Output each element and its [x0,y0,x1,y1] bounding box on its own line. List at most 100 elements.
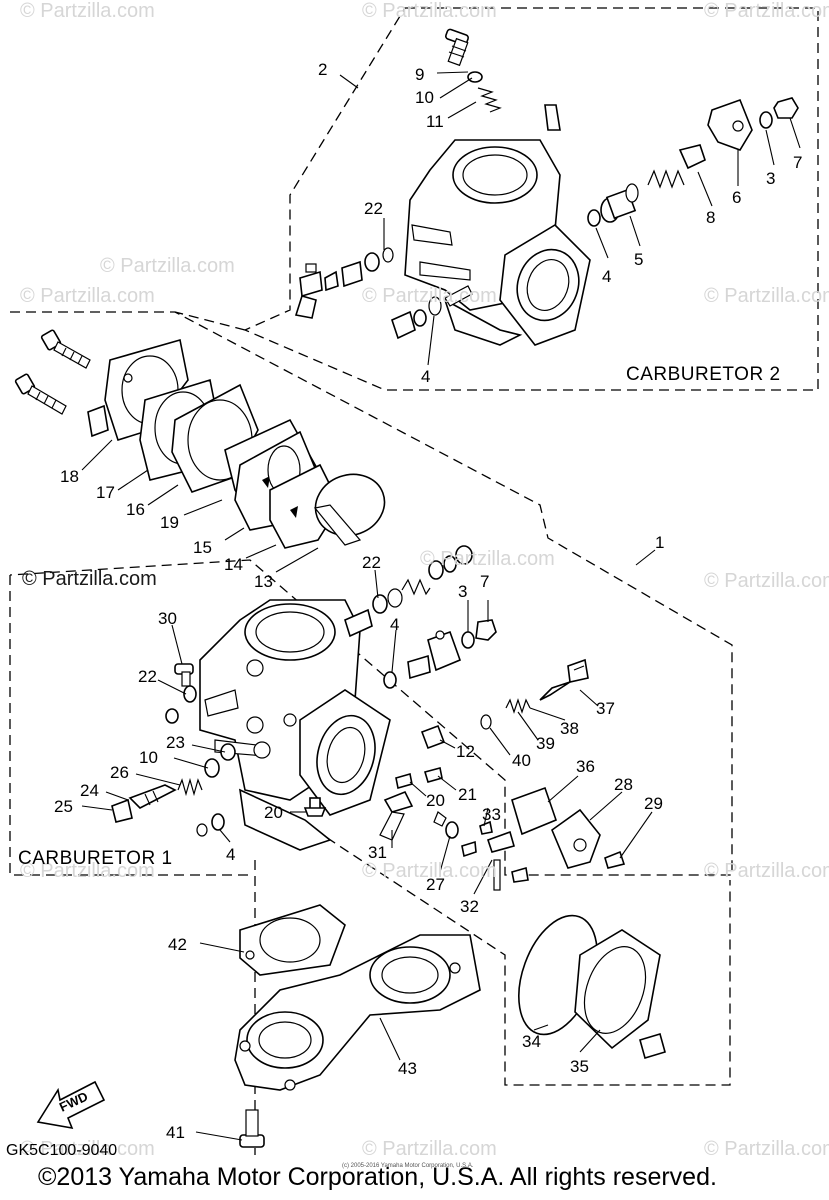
callout: 20 [264,803,283,822]
bolt-41 [239,1109,265,1148]
callout: 9 [415,65,424,84]
watermark: © Partzilla.com [704,570,829,592]
callout: 40 [512,751,531,770]
spacer-a [324,270,339,292]
callout: 29 [644,794,663,813]
watermark: © Partzilla.com [20,285,155,307]
callout: 31 [368,843,387,862]
cover-28 [551,808,601,869]
jet-31 [379,790,414,841]
washer-27 [445,821,459,839]
watermark: © Partzilla.com [362,1138,497,1160]
callout: 7 [793,153,802,172]
callout-numbers: 2 9 10 11 22 4 4 5 6 3 7 8 18 17 16 19 1… [54,60,802,1142]
watermark: © Partzilla.com [362,0,497,22]
callout: 43 [398,1059,417,1078]
washer-23 [220,743,236,761]
callout: 34 [522,1032,541,1051]
nut-7-c1 [475,619,497,641]
watermark: © Partzilla.com [704,285,829,307]
callout: 25 [54,797,73,816]
bolt-upper [40,329,91,369]
callout: 24 [80,781,99,800]
washer-10 [467,71,483,83]
bracket-screw-left [294,263,323,319]
spring-8 [647,144,706,189]
carburetor-1-body [199,599,391,851]
callout: 17 [96,483,115,502]
bolts-stack [14,329,109,438]
screw-20-a [303,797,327,817]
gasket-36 [511,786,558,836]
callout: 7 [480,572,489,591]
callout: 26 [110,763,129,782]
gasket-42 [239,904,346,976]
washer-22-top [364,252,380,272]
washer-lower [413,309,427,327]
callout: 22 [138,667,157,686]
screen-13 [313,473,386,546]
callout: 11 [426,112,444,131]
needle-37 [539,658,589,701]
small-copyright-note: (c) 2005-2016 Yamaha Motor Corporation, … [342,1163,474,1169]
callout: 41 [166,1123,185,1142]
watermark: © Partzilla.com [420,548,555,570]
screw-20-b [395,772,413,790]
watermark: © Partzilla.com [704,0,829,22]
screw-24 [128,784,177,809]
callout: 23 [166,733,185,752]
copyright-line: ©2013 Yamaha Motor Corporation, U.S.A. A… [38,1163,717,1191]
callout: 32 [460,897,479,916]
watermark: © Partzilla.com [362,285,497,307]
callout: 10 [415,88,434,107]
gasket-14 [269,463,341,549]
washer-4-bottom [211,813,225,831]
lever-6 [707,98,753,151]
callout: 4 [390,615,399,634]
watermark-prominent: © Partzilla.com [22,568,157,590]
spacer-b [341,260,363,288]
watermark: © Partzilla.com [100,255,235,277]
watermark: © Partzilla.com [362,860,497,882]
bracket-carb1 [427,630,462,672]
section-label-carburetor-1: CARBURETOR 1 [18,848,173,869]
callout: 27 [426,875,445,894]
callout: 8 [706,208,715,227]
section-label-carburetor-2: CARBURETOR 2 [626,364,781,385]
screw-35-bolt [639,1032,666,1060]
washer-3-c1 [461,631,475,649]
callout: 6 [732,188,741,207]
callout: 39 [536,734,555,753]
callout: 38 [560,719,579,738]
washer-4-c1 [383,671,397,689]
carburetor-1-lower-boundary [299,819,731,1086]
bolt-lower [14,373,67,415]
carb1-top-parts [344,545,473,638]
callout: 36 [576,757,595,776]
screw-21 [423,767,443,783]
cap-lower [391,310,416,340]
washer-4-lower [428,296,442,316]
callout-assembly-2: 2 [318,60,327,79]
screw-30 [174,663,194,687]
callout: 37 [596,699,615,718]
callout: 19 [160,513,179,532]
leader-lines [81,71,801,1141]
screw-33 [479,820,493,835]
carburetor-1-group [111,545,626,891]
carburetor-1-boundary [9,311,733,876]
spring-38 [505,698,531,714]
watermark: © Partzilla.com [704,860,829,882]
watermark: © Partzilla.com [20,860,155,882]
callout: 4 [421,367,430,386]
callout-assembly-1: 1 [655,533,664,552]
cap-25 [111,798,133,823]
oring-40 [480,714,492,730]
spring-11 [477,87,502,113]
carburetor-2-body [404,104,591,346]
manifold-43 [234,934,481,1091]
screw-29 [604,850,626,869]
callout: 33 [482,805,501,824]
plunger-5 [600,183,639,223]
